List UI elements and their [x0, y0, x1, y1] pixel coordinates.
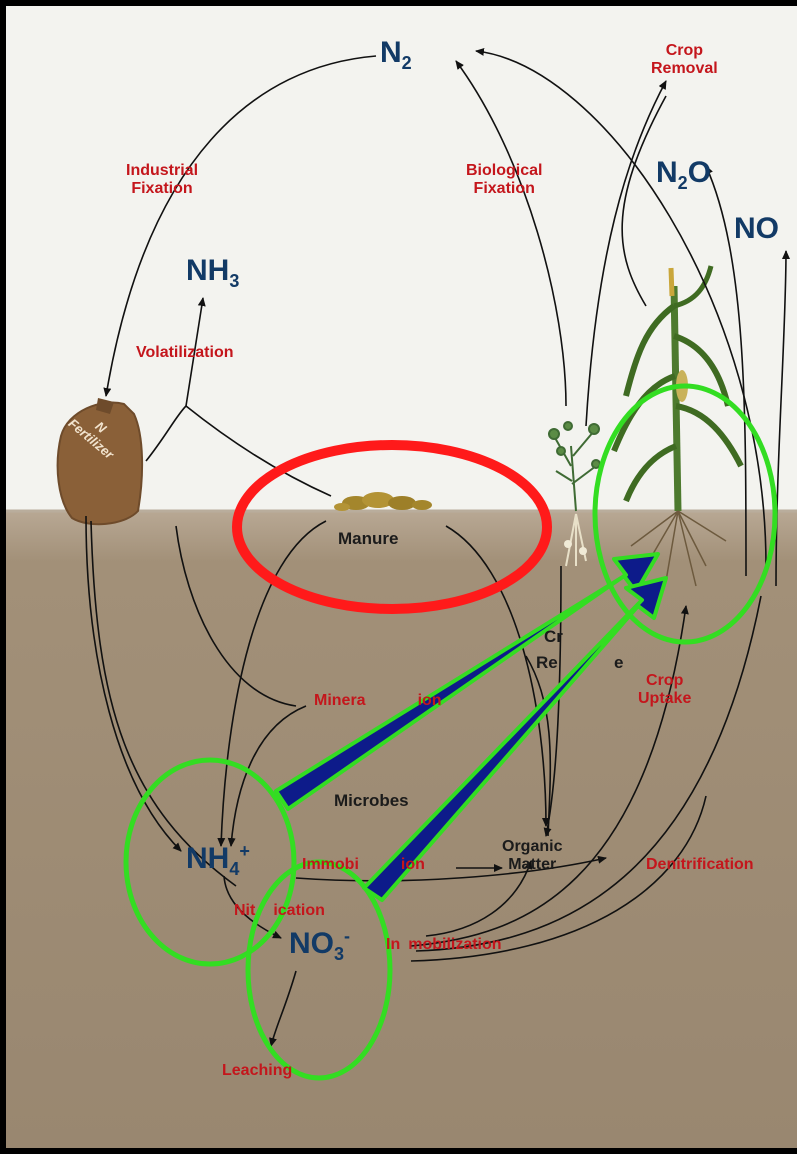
manure-label: Manure [338, 530, 398, 549]
no-label: NO [734, 212, 779, 245]
leaching-label: Leaching [222, 1062, 292, 1080]
no3-label: NO3- [289, 927, 350, 965]
organic-matter-label: Organic Matter [502, 838, 562, 873]
n2-label: N2 [380, 36, 412, 74]
volatilization-label: Volatilization [136, 344, 233, 362]
biological-fixation-label: Biological Fixation [466, 162, 542, 197]
denitrification-label: Denitrification [646, 856, 754, 874]
nh3-label: NH3 [186, 254, 239, 292]
crop-residue-label-3: e [614, 654, 623, 673]
crop-removal-label: Crop Removal [651, 42, 718, 77]
crop-residue-label-1: Cr [544, 628, 563, 647]
crop-uptake-label: Crop Uptake [638, 672, 691, 707]
industrial-fixation-label: Industrial Fixation [126, 162, 198, 197]
crop-residue-label-2: Re [536, 654, 558, 673]
microbes-label: Microbes [334, 792, 409, 811]
nitrogen-cycle-diagram: N Fertilizer N2 N2O NO NH3 NH4+ NO3- Ind… [6, 6, 797, 1148]
n2o-label: N2O [656, 156, 711, 194]
nh4-label: NH4+ [186, 842, 250, 880]
